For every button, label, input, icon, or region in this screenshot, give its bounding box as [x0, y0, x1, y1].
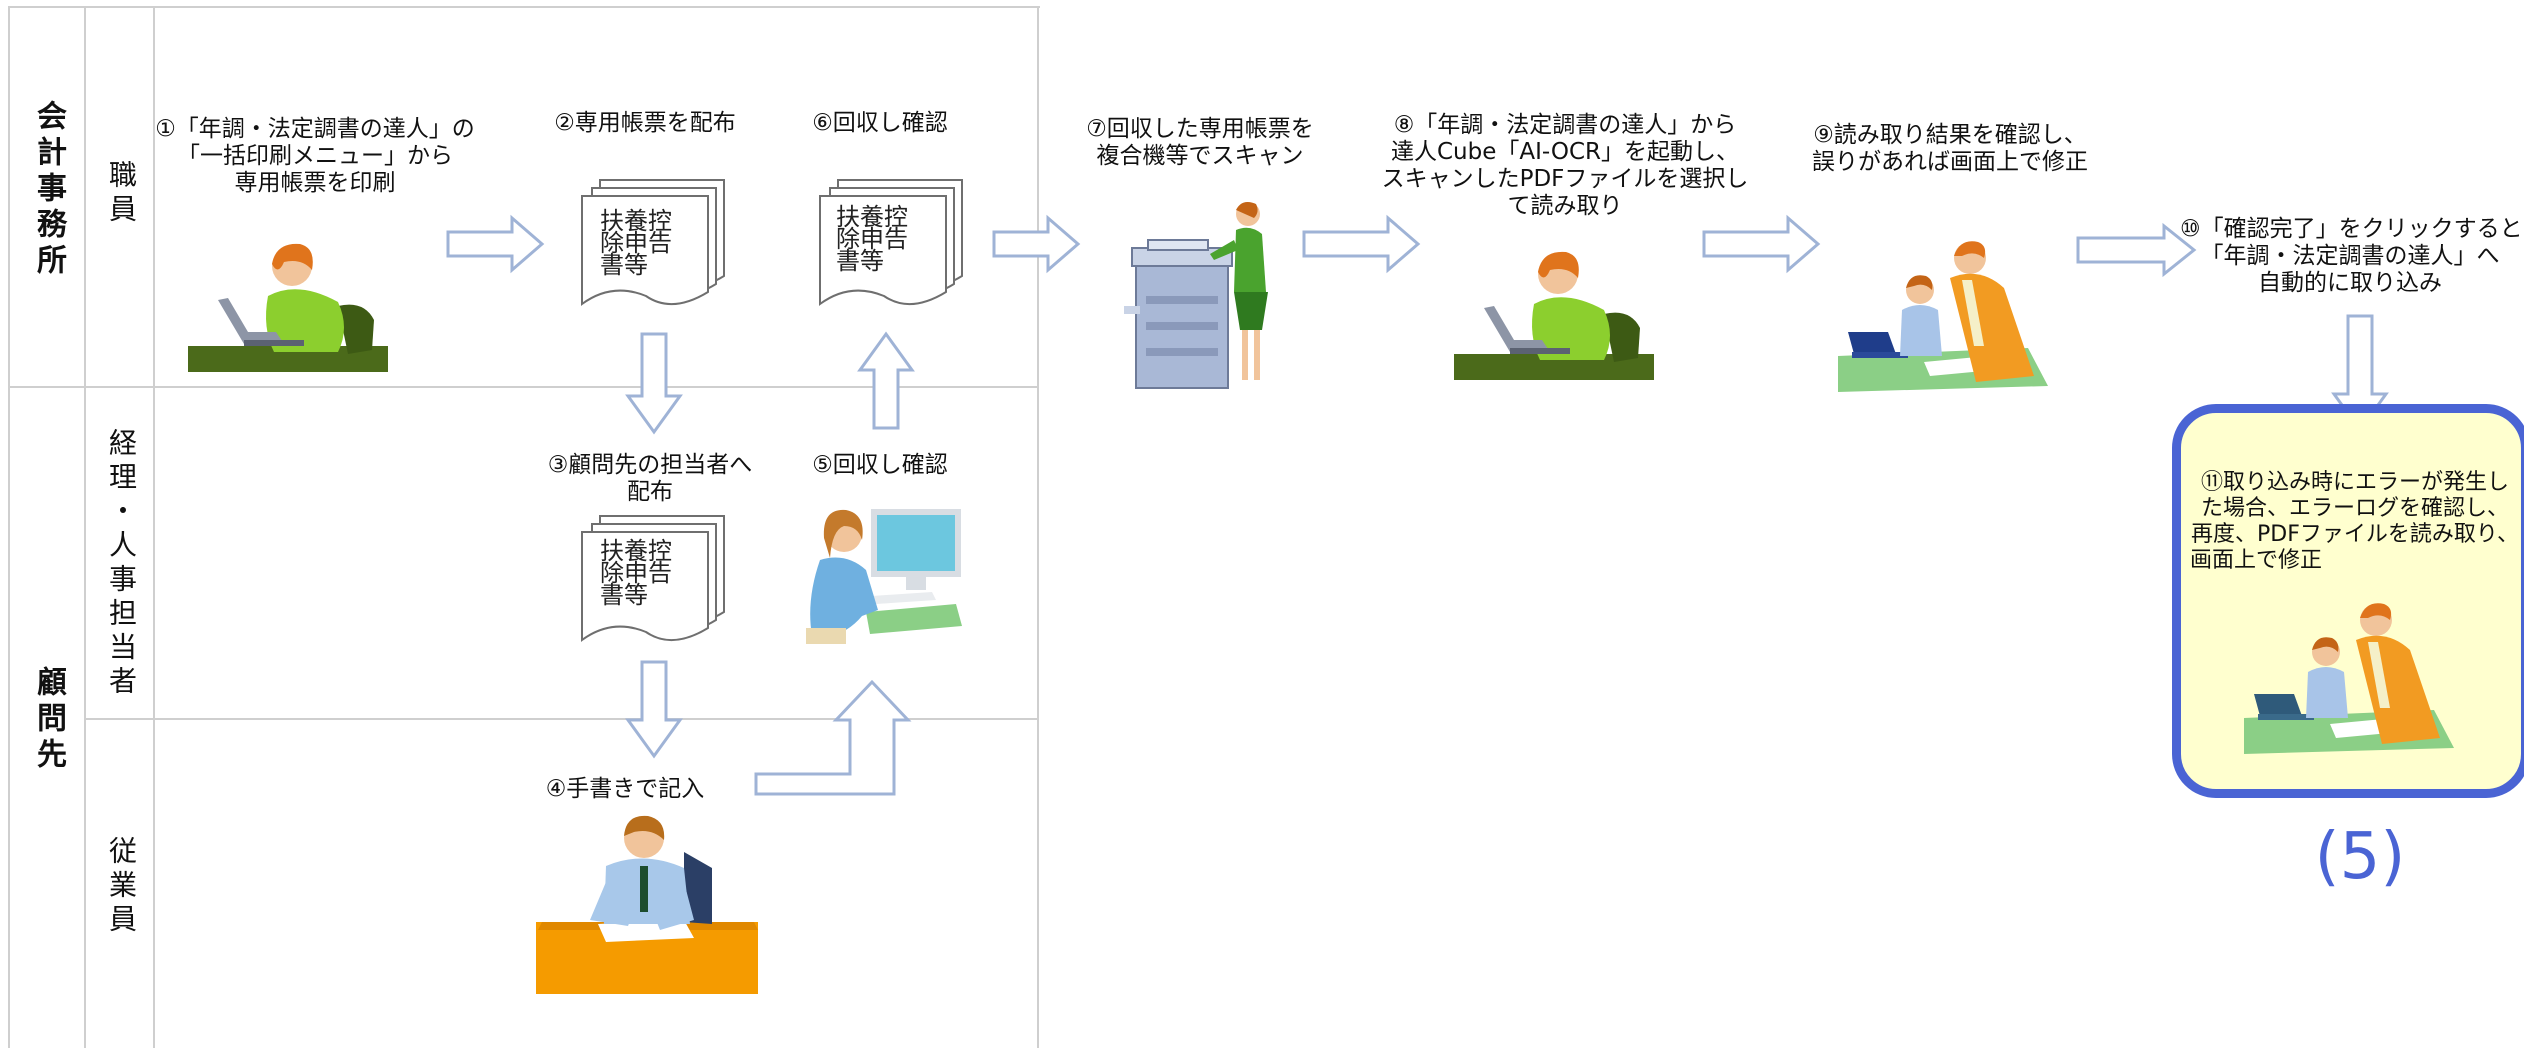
step-2-caption: ②専用帳票を配布 [554, 110, 736, 136]
arrow-6-to-7 [992, 214, 1081, 274]
arrow-5-to-6 [857, 331, 915, 430]
grid-line-hr-employee [84, 718, 1038, 720]
lane-staff-label: 職員 [105, 160, 138, 228]
grid-line-col2 [153, 6, 155, 1048]
grid-line-col1 [84, 6, 86, 1048]
arrow-1-to-2 [446, 214, 545, 274]
step-5-caption: ⑤回収し確認 [812, 452, 948, 478]
step-10-caption: ⑩「確認完了」をクリックすると「年調・法定調書の達人」へ自動的に取り込み [2180, 216, 2523, 296]
arrow-7-to-8 [1302, 214, 1421, 274]
grid-line-col3 [1037, 6, 1039, 1048]
document-label-6: 扶養控除申告書等 [836, 203, 908, 275]
page-number: (5) [2314, 820, 2406, 894]
step-1-caption: ①「年調・法定調書の達人」の「一括印刷メニュー」から専用帳票を印刷 [155, 116, 475, 196]
lane-accounting-hr-label: 経理・人事担当者 [105, 428, 138, 700]
copier-scanner-illustration [1124, 202, 1268, 389]
document-stack-6 [819, 179, 963, 306]
step-7-caption: ⑦回収した専用帳票を複合機等でスキャン [1086, 116, 1314, 169]
document-label-3: 扶養控除申告書等 [600, 537, 672, 609]
staff-review-illustration-9 [1838, 241, 2048, 392]
step-6-caption: ⑥回収し確認 [812, 110, 948, 136]
grid-line-left [8, 6, 10, 1048]
document-stack-3 [581, 515, 725, 642]
arrow-3-to-4 [625, 660, 683, 759]
document-stack-2 [581, 179, 725, 306]
error-review-illustration-11 [2244, 603, 2454, 754]
client-computer-illustration [806, 509, 962, 644]
step-9-caption: ⑨読み取り結果を確認し、誤りがあれば画面上で修正 [1812, 122, 2088, 175]
arrow-4-to-5 [754, 679, 912, 796]
staff-laptop-illustration-8 [1454, 251, 1654, 380]
arrow-2-to-3 [625, 332, 683, 435]
lane-client-label: 顧問先 [31, 666, 66, 774]
arrow-9-to-10 [2076, 222, 2197, 278]
employee-writing-illustration [536, 815, 758, 994]
step-11-caption: ⑪取り込み時にエラーが発生した場合、エラーログを確認し、再度、PDFファイルを読… [2190, 470, 2519, 573]
arrow-8-to-9 [1702, 214, 1821, 274]
step-8-caption: ⑧「年調・法定調書の達人」から達人Cube「AI-OCR」を起動し、スキャンした… [1381, 112, 1749, 219]
lane-office-label: 会計事務所 [31, 100, 66, 280]
lane-employee-label: 従業員 [105, 836, 138, 938]
step-3-caption: ③顧問先の担当者へ配布 [547, 452, 753, 505]
document-label-2: 扶養控除申告書等 [600, 207, 672, 279]
step-4-caption: ④手書きで記入 [545, 776, 705, 802]
staff-laptop-illustration-1 [188, 243, 388, 372]
grid-line-top [8, 6, 1040, 8]
grid-line-office-client [8, 386, 1038, 388]
